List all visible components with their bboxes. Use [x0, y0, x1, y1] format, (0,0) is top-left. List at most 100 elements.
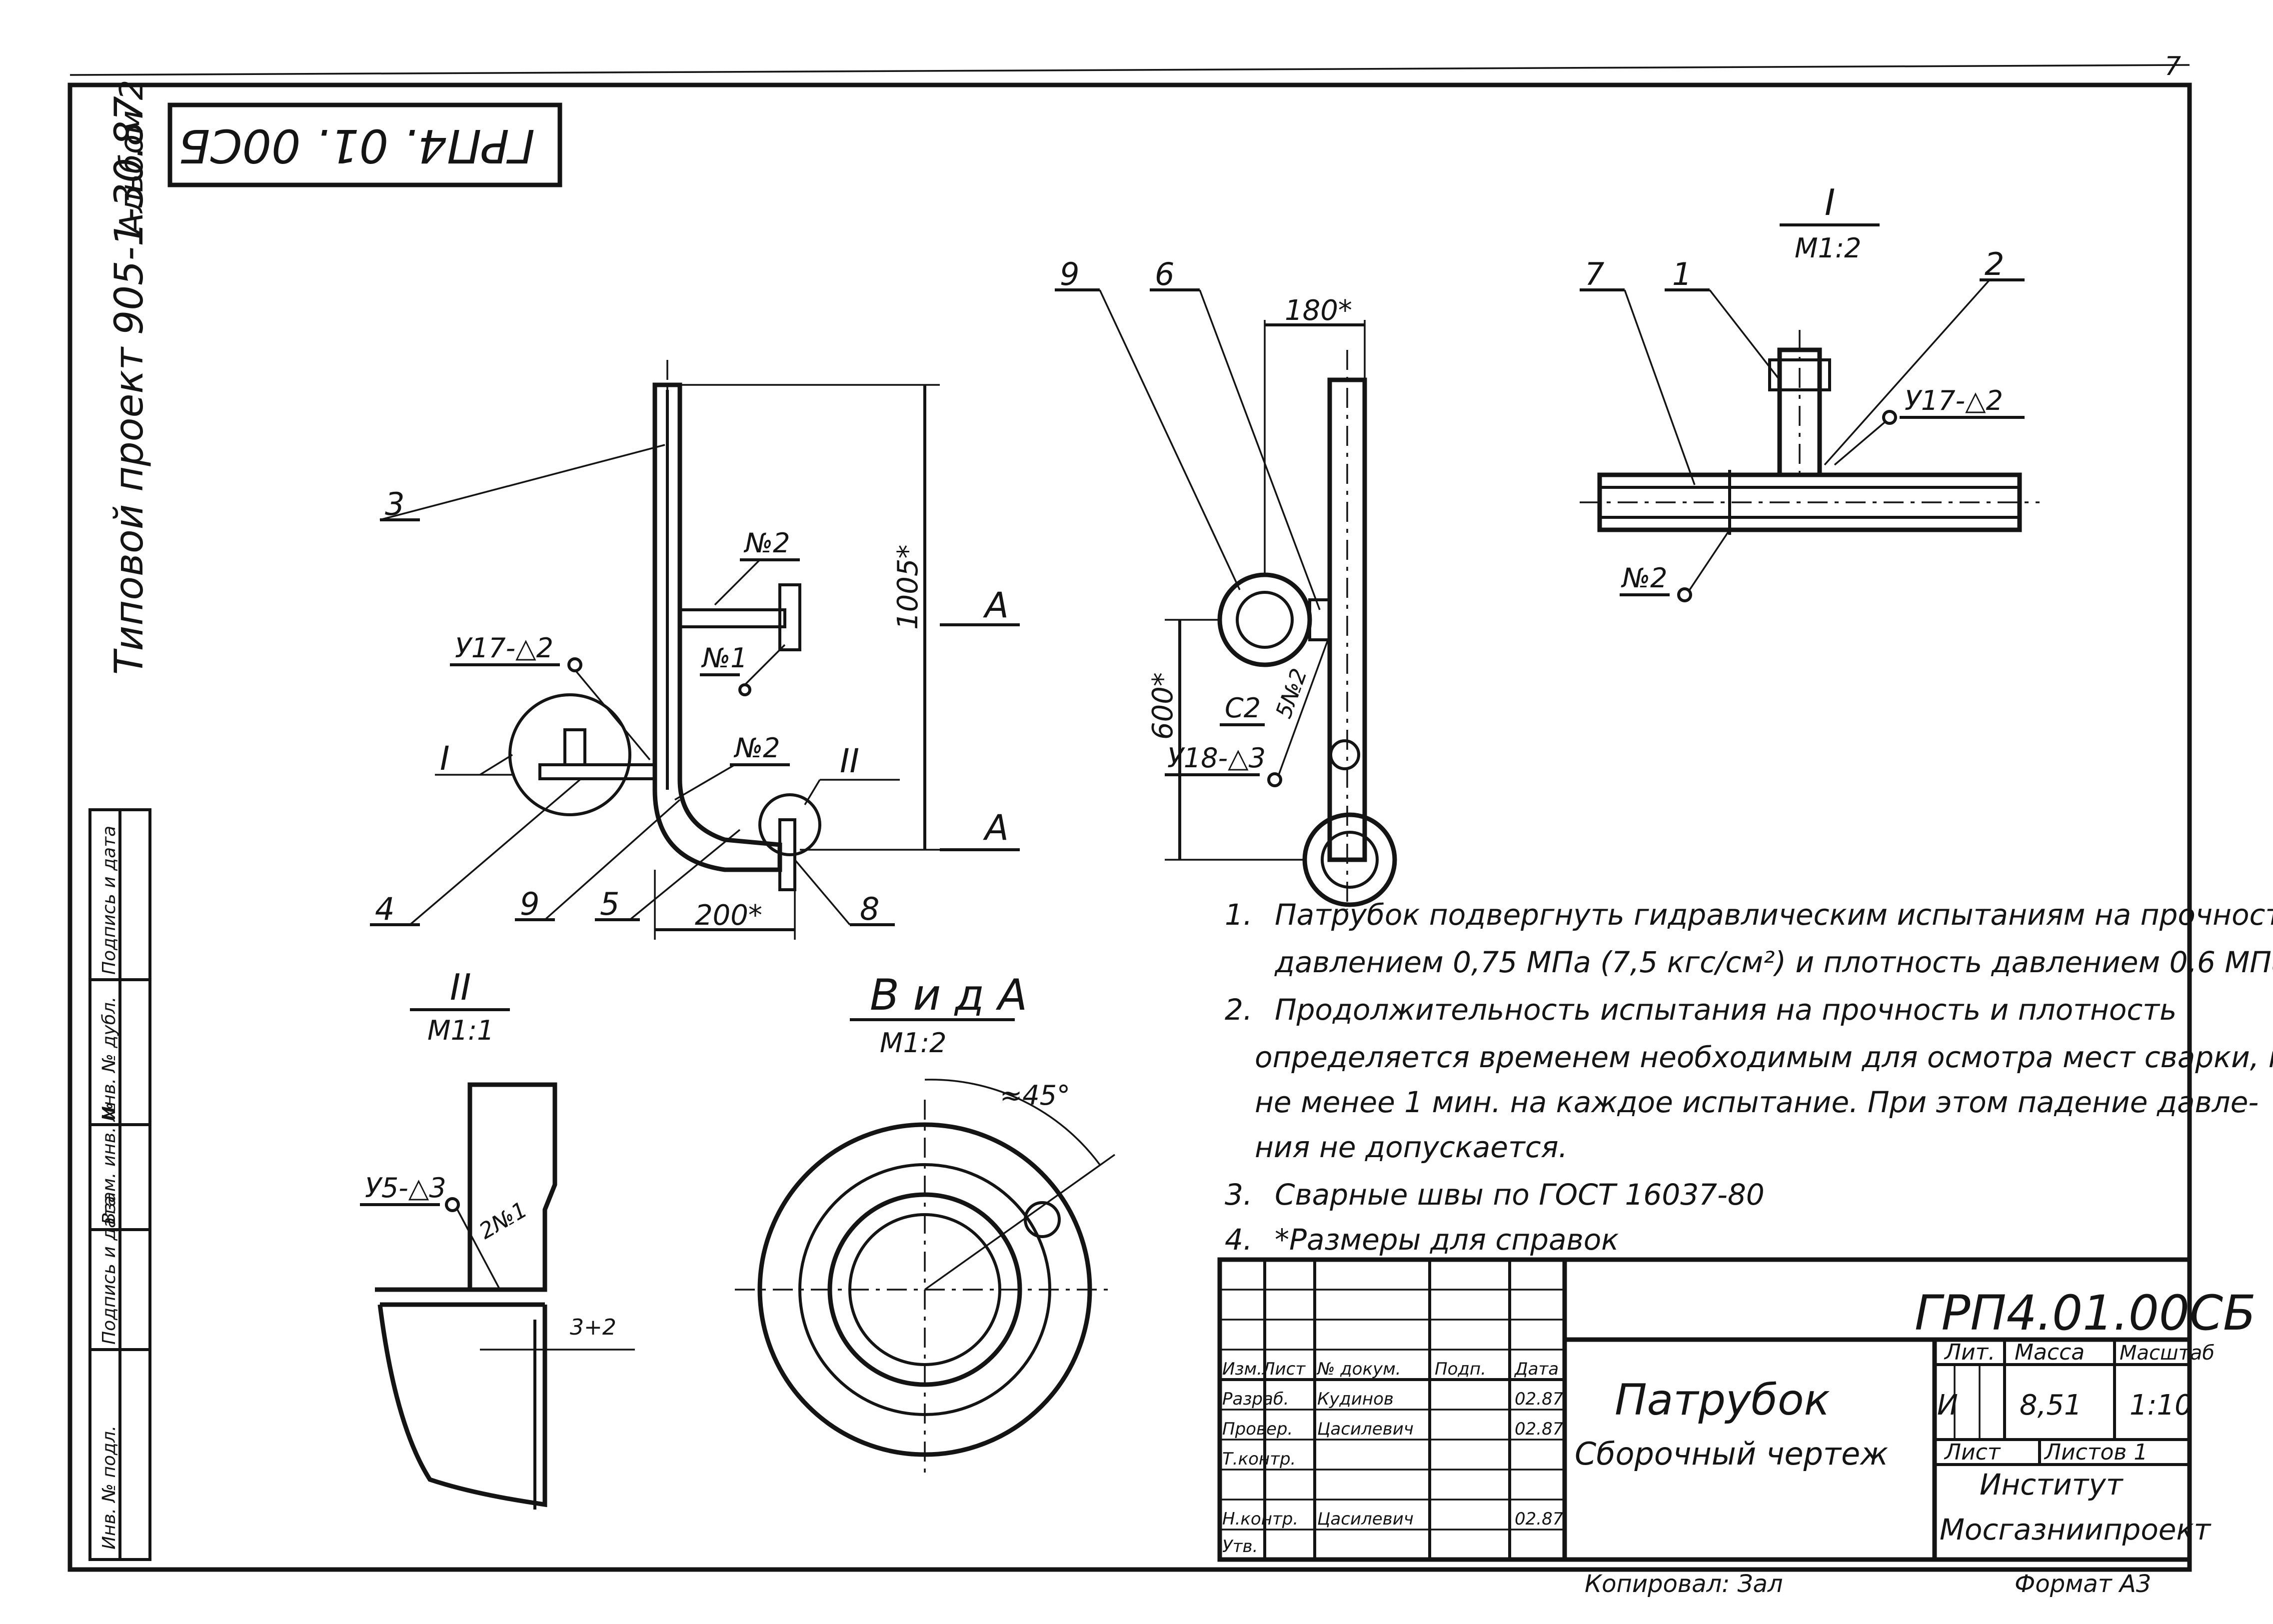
view-a-hole [1024, 1201, 1061, 1238]
branch-pipe [538, 763, 656, 780]
detail-I-n2: №2 [1621, 562, 1668, 594]
note-4-line-1: *Размеры для справок [1275, 1223, 1619, 1257]
callout-I: I [440, 739, 449, 778]
detail-II-pipe [375, 1287, 547, 1508]
tb-code: ГРП4.01.00СБ [1915, 1285, 2256, 1341]
side-c2: С2 [1225, 692, 1261, 724]
side-col-2: Подпись и дата [99, 1196, 119, 1345]
note-1-line-1: Патрубок подвергнуть гидравлическим испы… [1275, 898, 2273, 932]
detail-I: I М1:2 7 1 2 У17-△2 №2 [1580, 181, 2040, 602]
note-3-line-1: Сварные швы по ГОСТ 16037-80 [1275, 1178, 1765, 1212]
side-n2: 5№2 [1271, 665, 1312, 722]
tb-row0-sign: Подп. [1435, 1359, 1486, 1379]
tb-org-2: Мосгазниипроект [1940, 1513, 2212, 1547]
detail-II-circle [758, 793, 821, 856]
detail-I-title: I [1825, 181, 1835, 223]
detail-II-weld: У5-△3 [365, 1172, 446, 1204]
note-2-line-1: Продолжительность испытания на прочность… [1275, 993, 2177, 1027]
side-part-9: 9 [1060, 256, 1079, 292]
tb-row4-date: 02.87 [1515, 1509, 1564, 1529]
side-column: Инв. № подл. Подпись и дата Взам. инв. №… [88, 808, 151, 1561]
stamp-code: ГРП4. 01. 00СБ [178, 119, 535, 172]
tb-scale-value: 1:10 [2130, 1389, 2193, 1422]
page-number: 7 [2165, 51, 2181, 81]
tb-row0-date: Дата [1514, 1359, 1559, 1379]
nipple-top [678, 608, 786, 628]
detail-I-part-2: 2 [1985, 246, 2004, 282]
album-text: Альбом 2 [113, 80, 150, 237]
side-part-6: 6 [1155, 256, 1174, 292]
section-a-bottom: А [983, 807, 1009, 848]
note-4-num: 4. [1225, 1223, 1252, 1257]
detail-I-part-1: 1 [1672, 256, 1692, 292]
main-n2-mid: №2 [733, 732, 780, 764]
view-A: В и д А М1:2 ≈45° [735, 970, 1116, 1480]
tb-row1-role: Разраб. [1222, 1389, 1289, 1409]
main-part-8: 8 [860, 891, 879, 927]
tb-row3-role: Т.контр. [1222, 1449, 1296, 1469]
detail-I-circle [508, 693, 631, 816]
dim-width: 200* [695, 899, 762, 932]
title-block: ГРП4.01.00СБ Патрубок Сборочный чертеж Л… [1217, 1257, 2256, 1562]
side-dim-top: 180* [1285, 294, 1352, 327]
detail-I-scale: М1:2 [1795, 232, 1862, 264]
tb-row5-role: Утв. [1222, 1537, 1258, 1557]
vertical-pipe [652, 382, 782, 872]
tb-lit-value: И [1937, 1389, 1958, 1422]
main-part-9: 9 [520, 886, 539, 922]
tb-row2-role: Провер. [1222, 1419, 1293, 1439]
project-label: Типовой проект 905-1-30.87 Альбом 2 [107, 80, 152, 675]
tb-mass-value: 8,51 [2020, 1389, 2082, 1422]
note-2-line-2: определяется временем необходимым для ос… [1255, 1040, 2273, 1074]
detail-I-part-7: 7 [1585, 256, 1604, 292]
note-1-num: 1. [1225, 898, 1252, 932]
main-view: 1005* А А 200* 3 №2 №1 У17-△2 I №2 [370, 360, 1020, 940]
footer-format: Формат А3 [2015, 1570, 2151, 1598]
detail-I-weld: У17-△2 [1905, 385, 2003, 416]
tb-sheets: Листов 1 [2044, 1440, 2148, 1465]
tb-row0-role: Изм.Лист [1222, 1359, 1306, 1379]
main-n2-top: №2 [743, 527, 790, 559]
tb-lit-header: Лит. [1944, 1340, 1995, 1365]
tb-row0-name: № докум. [1316, 1359, 1401, 1379]
view-a-angle: ≈45° [1000, 1080, 1070, 1111]
main-n1: №1 [701, 642, 748, 674]
tb-scale-header: Масштаб [2120, 1342, 2215, 1365]
tb-row1-name: Кудинов [1317, 1389, 1394, 1409]
view-a-scale: М1:2 [880, 1027, 947, 1059]
note-3-num: 3. [1225, 1178, 1252, 1212]
side-col-4: Инв. № дубл. [99, 997, 119, 1120]
side-col-3: Взам. инв. № [99, 1103, 119, 1225]
detail-II: II М1:1 У5-△3 2№1 3+2 [360, 966, 635, 1510]
notes: 1. Патрубок подвергнуть гидравлическим и… [1225, 898, 2273, 1257]
callout-II: II [840, 742, 859, 780]
rotated-stamp: ГРП4. 01. 00СБ [167, 102, 562, 187]
main-weld-top: У17-△2 [455, 632, 553, 664]
detail-II-n1: 2№1 [475, 1197, 532, 1244]
section-a-top: А [983, 585, 1009, 626]
project-text: Типовой проект 905-1-30.87 [107, 96, 152, 675]
tb-row4-role: Н.контр. [1222, 1509, 1298, 1529]
top-edge-line [69, 64, 2190, 76]
detail-II-gap: 3+2 [570, 1315, 616, 1340]
side-weld: У18-△3 [1167, 742, 1266, 774]
tb-row2-date: 02.87 [1515, 1419, 1564, 1439]
view-a-title: В и д А [870, 970, 1027, 1020]
detail-II-scale: М1:1 [427, 1015, 494, 1046]
tb-sheet: Лист [1944, 1440, 2001, 1465]
dim-height: 1005* [892, 544, 924, 630]
main-part-4: 4 [375, 891, 394, 927]
side-col-1: Инв. № подл. [99, 1426, 119, 1550]
tb-name: Патрубок [1615, 1375, 1830, 1425]
main-part-5: 5 [600, 886, 619, 922]
outer-frame [67, 82, 2192, 1572]
tb-row2-name: Цасилевич [1317, 1419, 1414, 1439]
note-2-line-4: ния не допускается. [1255, 1130, 1568, 1164]
main-part-3: 3 [385, 486, 404, 522]
footer-copied: Копировал: Зал [1585, 1570, 1783, 1598]
tb-org-1: Институт [1980, 1468, 2124, 1502]
tb-row1-date: 02.87 [1515, 1389, 1564, 1409]
side-col-5: Подпись и дата [99, 826, 119, 975]
tb-subtitle: Сборочный чертеж [1575, 1436, 1888, 1472]
